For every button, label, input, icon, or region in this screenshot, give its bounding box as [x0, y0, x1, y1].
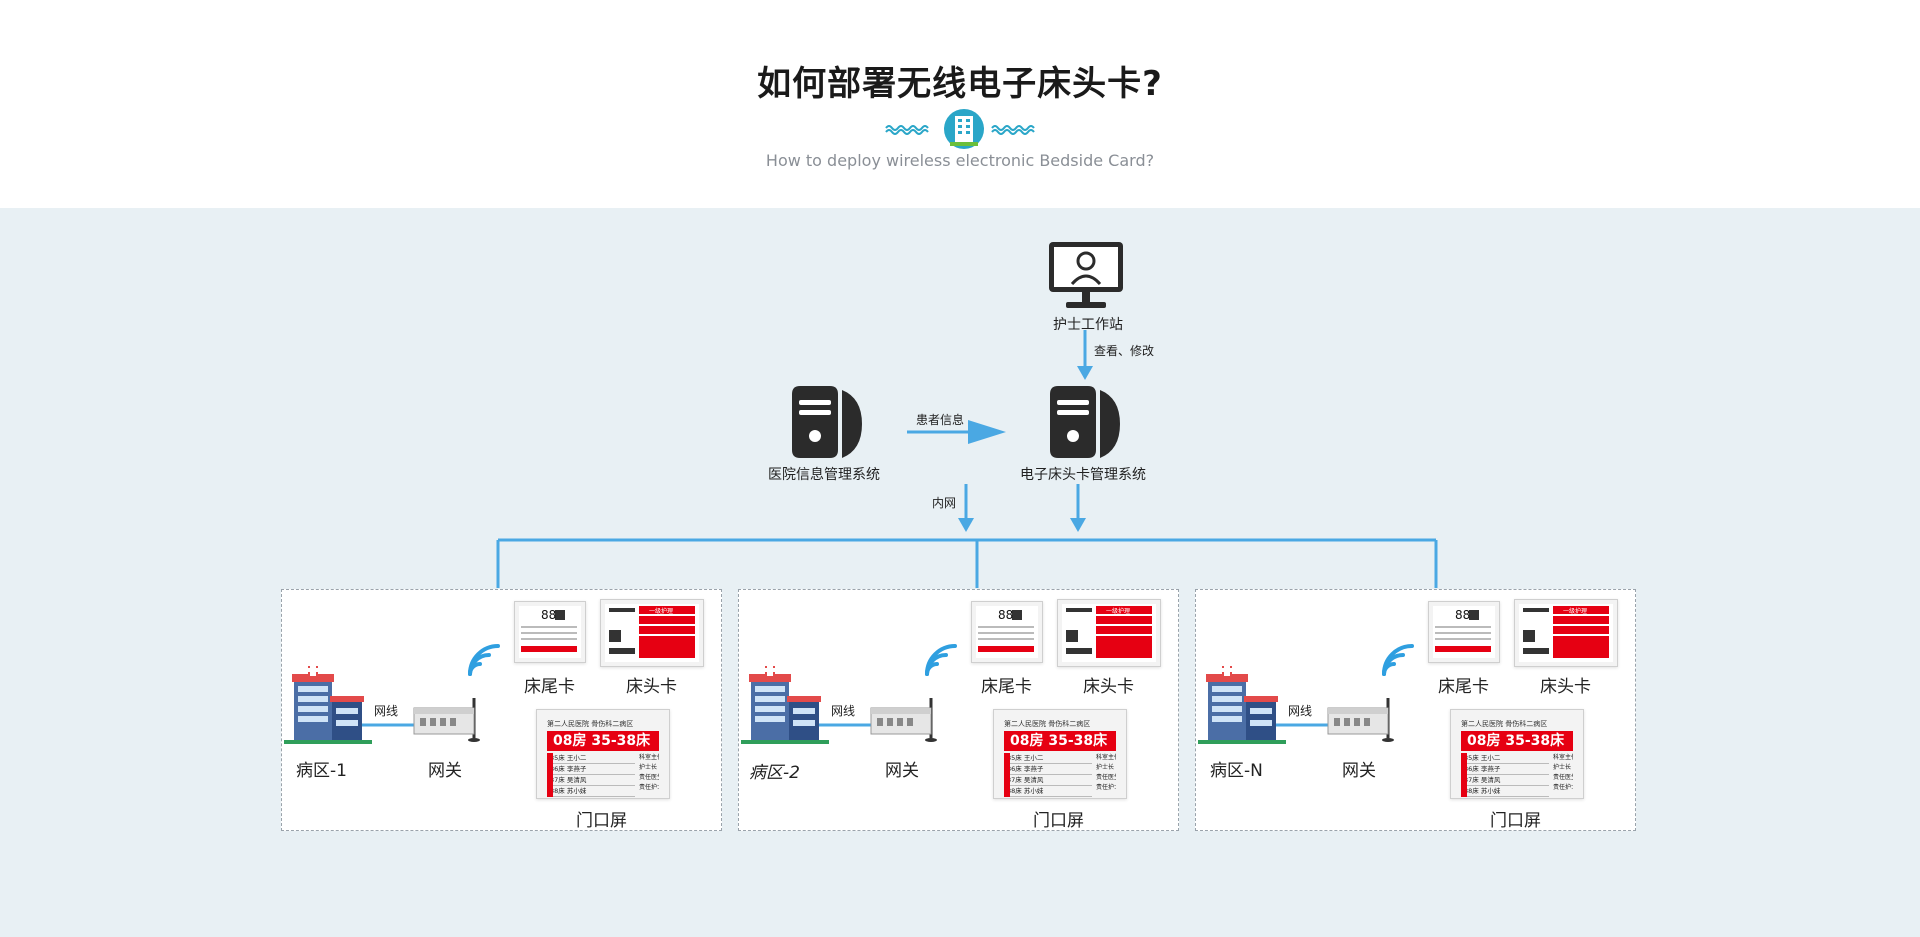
cable-label: 网线 [1288, 704, 1313, 718]
head-card-label: 床头卡 [1083, 677, 1134, 697]
page-subtitle: How to deploy wireless electronic Bedsid… [765, 151, 1155, 170]
door-bed-row: 37床 吴清风 [1004, 775, 1092, 786]
tail-card-face [519, 606, 581, 658]
door-screen-device: 第二人民医院 骨伤科二病区 08房 35-38床 35床 王小二 36床 李燕子… [993, 709, 1127, 799]
ward-label: 病区-1 [296, 761, 347, 781]
door-bed-row: 37床 吴清风 [1461, 775, 1549, 786]
door-room: 08房 35-38床 [1004, 731, 1116, 751]
server-icon [792, 386, 862, 458]
door-staff-list: 科室主任护士长责任医生责任护士 [1553, 754, 1573, 791]
bedside-system-label: 电子床头卡管理系统 [1020, 467, 1146, 483]
cable-label: 网线 [374, 704, 399, 718]
gateway-label: 网关 [428, 761, 462, 781]
his-label: 医院信息管理系统 [768, 467, 880, 483]
view-modify-label: 查看、修改 [1094, 344, 1155, 358]
wifi-icon [468, 644, 500, 676]
hospital-icon [1198, 664, 1286, 744]
ward-zone: 病区-2 网线 网关 88 床尾卡 [738, 589, 1179, 831]
door-bed-row: 35床 王小二 [547, 753, 635, 764]
head-card-device: 一级护理 [1514, 599, 1618, 667]
page-header: 如何部署无线电子床头卡? How to deploy wireless elec… [0, 0, 1920, 208]
cable-label: 网线 [831, 704, 856, 718]
cable-line [362, 723, 422, 727]
door-bed-row: 37床 吴清风 [547, 775, 635, 786]
gateway-label: 网关 [885, 761, 919, 781]
head-card-face [605, 604, 699, 662]
tail-card-number: 88 [1455, 608, 1471, 622]
door-hospital: 第二人民医院 骨伤科二病区 [1461, 720, 1548, 728]
wifi-icon [1382, 644, 1414, 676]
wifi-icon [925, 644, 957, 676]
door-bed-row: 36床 李燕子 [1004, 764, 1092, 775]
tail-card-device: 88 [514, 601, 586, 663]
page-title: 如何部署无线电子床头卡? [757, 64, 1163, 104]
door-red-bar [1461, 753, 1467, 797]
door-bed-list: 35床 王小二 36床 李燕子 37床 吴清风 38床 苏小妹 [1004, 753, 1092, 797]
ward-label: 病区-N [1210, 761, 1263, 781]
gateway-icon [870, 698, 937, 742]
cable-line [1276, 723, 1336, 727]
head-card-label: 床头卡 [1540, 677, 1591, 697]
head-card-badge: 一级护理 [649, 608, 674, 615]
door-bed-row: 35床 王小二 [1461, 753, 1549, 764]
tail-card-label: 床尾卡 [524, 677, 575, 697]
building-icon [885, 109, 1035, 149]
door-screen-device: 第二人民医院 骨伤科二病区 08房 35-38床 35床 王小二 36床 李燕子… [536, 709, 670, 799]
door-bed-row: 38床 苏小妹 [547, 786, 635, 797]
door-bed-row: 35床 王小二 [1004, 753, 1092, 764]
patient-info-label: 患者信息 [916, 413, 965, 427]
door-bed-row: 38床 苏小妹 [1004, 786, 1092, 797]
tail-card-face [976, 606, 1038, 658]
door-bed-list: 35床 王小二 36床 李燕子 37床 吴清风 38床 苏小妹 [1461, 753, 1549, 797]
door-screen-label: 门口屏 [1033, 811, 1084, 831]
head-card-badge: 一级护理 [1563, 608, 1588, 615]
ward-zone: 病区-N 网线 网关 88 床尾卡 [1195, 589, 1636, 831]
monitor-user-icon [1049, 242, 1123, 308]
tail-card-device: 88 [1428, 601, 1500, 663]
head-card-label: 床头卡 [626, 677, 677, 697]
gateway-label: 网关 [1342, 761, 1376, 781]
gateway-icon [413, 698, 480, 742]
tail-card-number: 88 [998, 608, 1014, 622]
door-bed-row: 38床 苏小妹 [1461, 786, 1549, 797]
hospital-icon [741, 664, 829, 744]
server-icon [1050, 386, 1120, 458]
door-screen-label: 门口屏 [1490, 811, 1541, 831]
head-card-device: 一级护理 [600, 599, 704, 667]
tail-card-device: 88 [971, 601, 1043, 663]
connector-lines [496, 330, 1438, 588]
door-red-bar [1004, 753, 1010, 797]
tail-card-face [1433, 606, 1495, 658]
tail-card-label: 床尾卡 [1438, 677, 1489, 697]
ward-label: 病区-2 [749, 763, 800, 783]
cable-line [819, 723, 879, 727]
door-bed-row: 36床 李燕子 [1461, 764, 1549, 775]
diagram-stage: 护士工作站 查看、修改 医院信息管理系统 患者信息 电子床头卡管理系统 内网 病… [0, 208, 1920, 937]
door-room: 08房 35-38床 [547, 731, 659, 751]
door-hospital: 第二人民医院 骨伤科二病区 [547, 720, 634, 728]
hospital-icon [284, 664, 372, 744]
head-card-face [1519, 604, 1613, 662]
door-screen-device: 第二人民医院 骨伤科二病区 08房 35-38床 35床 王小二 36床 李燕子… [1450, 709, 1584, 799]
door-bed-list: 35床 王小二 36床 李燕子 37床 吴清风 38床 苏小妹 [547, 753, 635, 797]
intranet-label: 内网 [932, 496, 957, 510]
head-card-device: 一级护理 [1057, 599, 1161, 667]
door-room: 08房 35-38床 [1461, 731, 1573, 751]
door-hospital: 第二人民医院 骨伤科二病区 [1004, 720, 1091, 728]
tail-card-number: 88 [541, 608, 557, 622]
nurse-station-label: 护士工作站 [1053, 317, 1123, 333]
tail-card-label: 床尾卡 [981, 677, 1032, 697]
head-card-face [1062, 604, 1156, 662]
water-wave-icon [885, 125, 1035, 135]
door-staff-list: 科室主任护士长责任医生责任护士 [1096, 754, 1116, 791]
door-screen-label: 门口屏 [576, 811, 627, 831]
gateway-icon [1327, 698, 1394, 742]
ward-zone: 病区-1 网线 网关 88 床尾卡 [281, 589, 722, 831]
door-staff-list: 科室主任护士长责任医生责任护士 [639, 754, 659, 791]
head-card-badge: 一级护理 [1106, 608, 1131, 615]
door-bed-row: 36床 李燕子 [547, 764, 635, 775]
door-red-bar [547, 753, 553, 797]
